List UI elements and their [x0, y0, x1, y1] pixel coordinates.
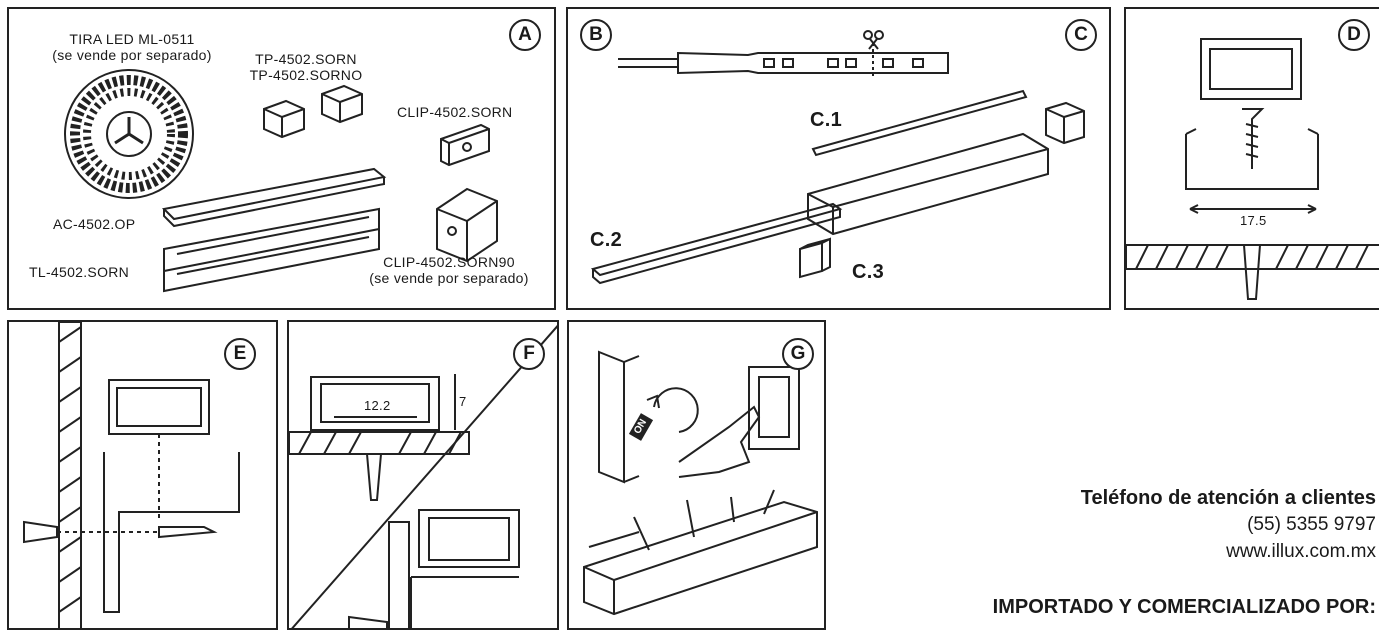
panel-b-badge: B	[580, 19, 612, 51]
panel-g-badge: G	[782, 338, 814, 370]
anchor-plug-drawing	[1242, 244, 1262, 300]
scissors-icon	[863, 30, 884, 50]
wall-hatch	[388, 521, 410, 628]
wall-anchor-drawing	[348, 615, 388, 628]
clip-drawing	[440, 123, 490, 167]
wall-switch-drawing	[748, 366, 800, 450]
strip-cut-illustration	[590, 30, 1085, 285]
cover-profile-drawing	[108, 379, 210, 435]
hand-drawing	[678, 405, 761, 478]
cover-profile-drawing	[1200, 38, 1302, 100]
led-reel-drawing	[64, 69, 194, 199]
wall-hatch	[58, 322, 82, 628]
cover-drawing	[161, 167, 387, 228]
profile-assembly-drawing	[590, 132, 1049, 285]
components-illustration	[64, 69, 498, 293]
panel-g-power-on: G ON	[567, 320, 826, 630]
cap-label-2: TP-4502.SORNO	[249, 67, 363, 83]
strip-note: (se vende por separado)	[52, 47, 212, 63]
width-dimension: 12.2	[364, 398, 391, 413]
strip-name: TIRA LED ML-0511	[69, 31, 195, 47]
loose-strip-drawing	[811, 89, 1028, 157]
power-on-illustration	[583, 350, 818, 616]
panel-f-corner-mount: F 12.2 7	[287, 320, 559, 630]
clip90-drawing	[436, 187, 498, 263]
clip-label: CLIP-4502.SORN	[397, 104, 513, 120]
led-strip-drawing	[618, 43, 949, 79]
step-c1-label: C.1	[810, 109, 843, 131]
wall-mount-illustration	[23, 322, 240, 628]
profile-label: TL-4502.SORN	[29, 264, 130, 280]
l-profile-drawing	[103, 452, 240, 613]
dimension-arrow	[1189, 204, 1317, 214]
screw-mount-illustration	[1126, 38, 1379, 300]
clip90-name: CLIP-4502.SORN90	[383, 254, 515, 270]
contact-website: www.illux.com.mx	[1226, 541, 1376, 562]
panel-e-badge: E	[224, 338, 256, 370]
step-c3-label: C.3	[852, 261, 885, 283]
diagonal-divider	[291, 325, 557, 628]
panel-a-components: A TIRA LED ML-0511 (se vende por separad…	[7, 7, 556, 310]
screw-drawing	[1242, 108, 1265, 169]
profile-drawing	[163, 207, 380, 293]
anchor-plug-drawing	[365, 453, 383, 501]
panel-f-badge: F	[513, 338, 545, 370]
panel-a-badge: A	[509, 19, 541, 51]
importer-heading: IMPORTADO Y COMERCIALIZADO POR:	[992, 596, 1376, 618]
panel-e-wall-mount: E	[7, 320, 278, 630]
wall-profile-drawing	[418, 509, 520, 568]
end-cap-c3-drawing	[799, 237, 831, 279]
profile-channel-drawing	[1185, 128, 1319, 190]
end-caps-drawing	[263, 84, 363, 139]
width-dimension: 17.5	[1240, 213, 1267, 228]
ceiling-hatch	[289, 431, 470, 455]
panel-d-screw-mount: D 17.5	[1124, 7, 1379, 310]
anchor-plug-drawing	[23, 520, 58, 544]
power-connector-drawing	[598, 350, 640, 484]
panel-d-badge: D	[1338, 19, 1370, 51]
contact-phone: (55) 5355 9797	[1247, 514, 1376, 535]
height-dimension: 7	[459, 394, 467, 409]
panel-bc-installation: B C C.1 C.2 C.3	[566, 7, 1111, 310]
light-rays	[588, 489, 775, 551]
led-profile-drawing	[583, 500, 818, 616]
panel-c-badge: C	[1065, 19, 1097, 51]
l-profile-drawing	[410, 576, 519, 628]
step-c2-label: C.2	[590, 229, 623, 251]
cap-label: TP-4502.SORN TP-4502.SORNO	[241, 51, 371, 83]
cap-drawing	[1045, 101, 1085, 145]
corner-mount-illustration	[289, 325, 557, 628]
strip-label: TIRA LED ML-0511 (se vende por separado)	[37, 31, 227, 63]
screw-drawing	[158, 526, 218, 539]
cap-label-1: TP-4502.SORN	[255, 51, 357, 67]
cover-label: AC-4502.OP	[53, 216, 136, 232]
rotate-arrow-icon	[646, 387, 699, 433]
contact-phone-heading: Teléfono de atención a clientes	[1080, 487, 1376, 509]
clip90-note: (se vende por separado)	[369, 270, 529, 286]
ceiling-profile-drawing	[310, 376, 440, 431]
clip90-label: CLIP-4502.SORN90 (se vende por separado)	[349, 254, 549, 286]
